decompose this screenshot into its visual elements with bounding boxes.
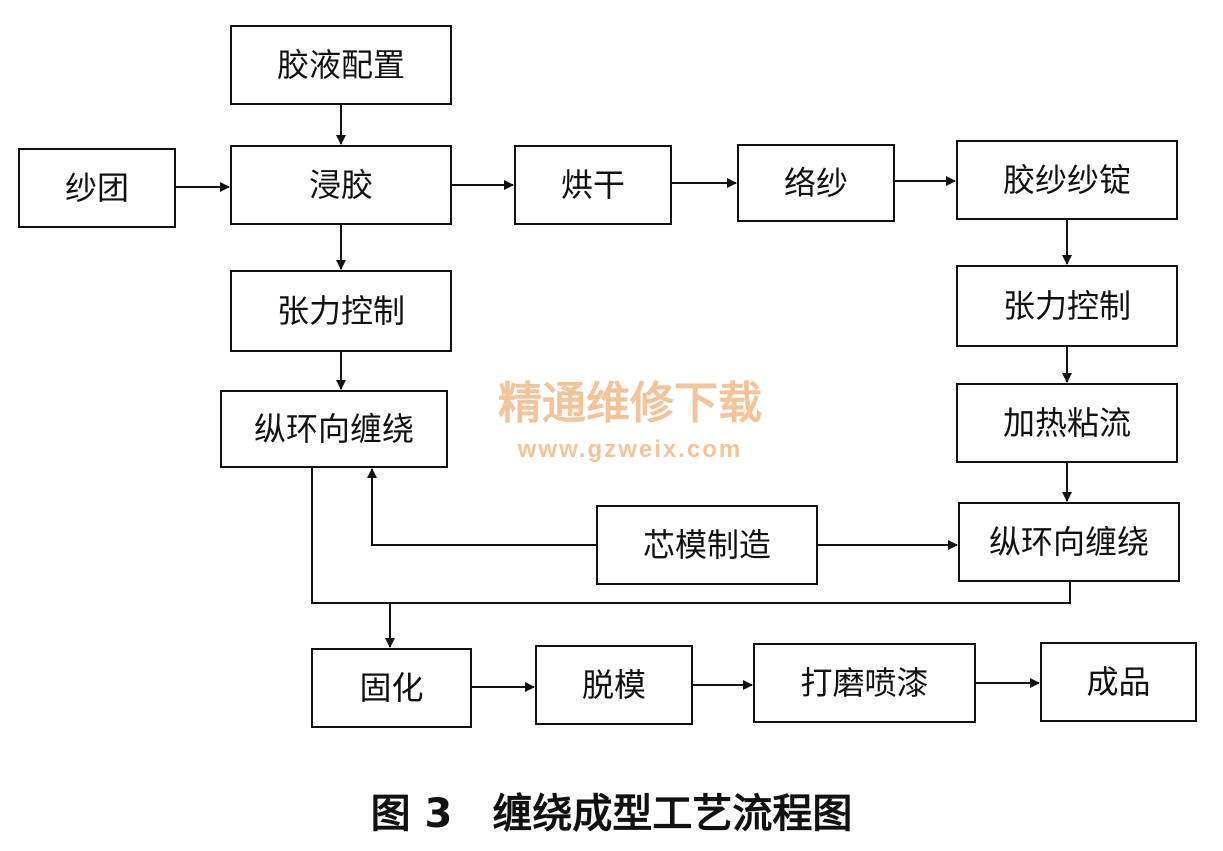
- node-demolding: 脱模: [535, 645, 693, 725]
- node-tension-left: 张力控制: [230, 270, 452, 352]
- node-grinding-painting: 打磨喷漆: [753, 643, 976, 723]
- node-winding-right: 纵环向缠绕: [958, 502, 1180, 582]
- node-glue-prep: 胶液配置: [230, 25, 452, 105]
- node-glued-yarn-spindle: 胶纱纱锭: [956, 140, 1178, 220]
- node-tension-right: 张力控制: [956, 265, 1178, 347]
- node-winding-yarn: 络纱: [737, 144, 895, 222]
- merge-line: [311, 468, 1071, 604]
- arrow-mandrel-to-winding-left: [367, 468, 596, 546]
- node-heating: 加热粘流: [956, 383, 1178, 463]
- node-curing: 固化: [311, 648, 472, 728]
- node-mandrel: 芯模制造: [596, 505, 818, 585]
- node-drying: 烘干: [514, 145, 672, 225]
- watermark-title: 精通维修下载: [498, 378, 762, 429]
- node-dipping: 浸胶: [230, 145, 452, 225]
- node-product: 成品: [1040, 642, 1197, 722]
- watermark-url: www.gzweix.com: [517, 436, 743, 463]
- node-winding-left: 纵环向缠绕: [220, 390, 448, 468]
- figure-caption: 图 3 缠绕成型工艺流程图: [370, 791, 853, 837]
- node-yarn-ball: 纱团: [18, 148, 176, 228]
